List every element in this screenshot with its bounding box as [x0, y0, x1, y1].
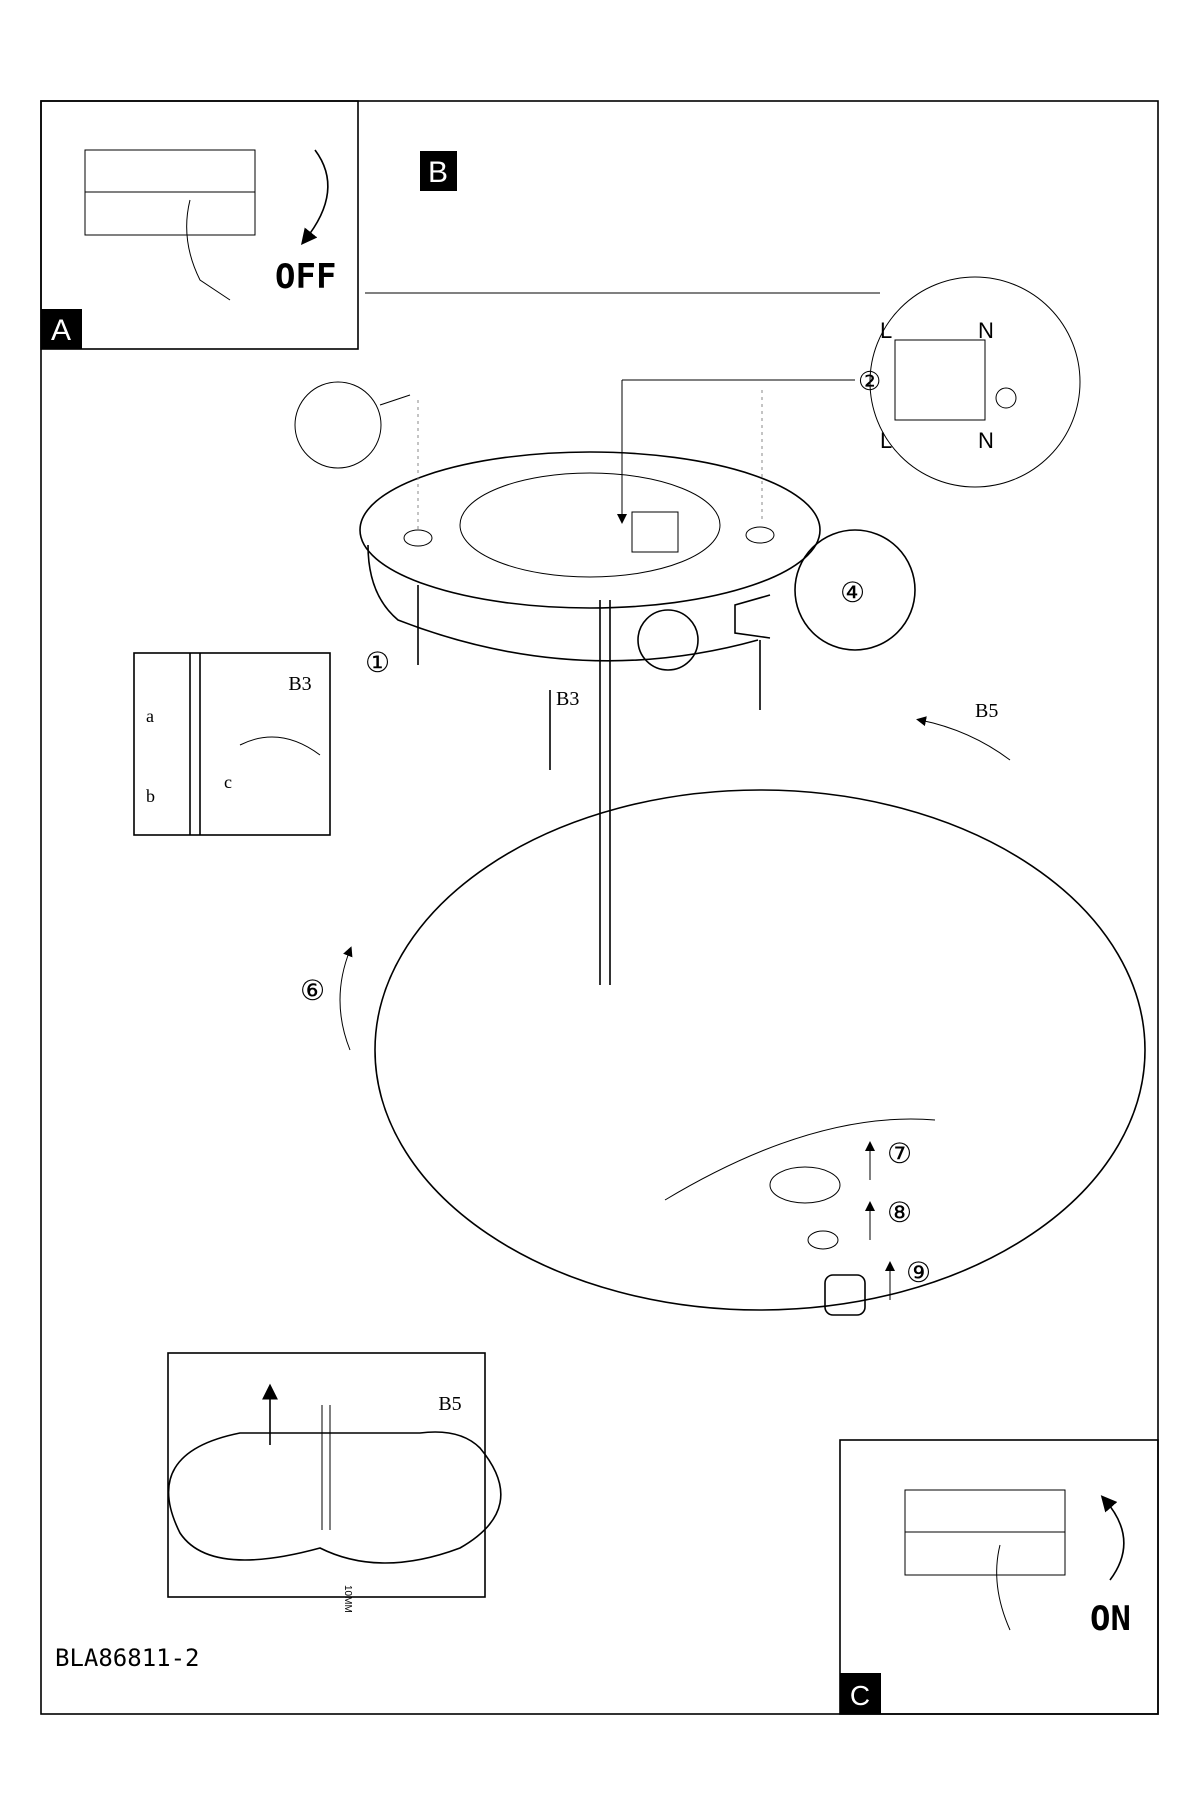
svg-text:N: N	[978, 428, 994, 453]
page-frame	[40, 100, 1159, 1715]
hand-icon	[186, 199, 231, 301]
step-1: ①	[365, 648, 390, 679]
wall-plug-icon	[294, 381, 382, 469]
off-arrow-icon	[301, 149, 329, 245]
step-6: ⑥	[300, 976, 325, 1007]
step-8: ⑧	[887, 1198, 912, 1229]
rotate-arrow-icon	[339, 946, 353, 1051]
badge-c	[840, 1673, 881, 1714]
svg-text:N: N	[978, 318, 994, 343]
ring-icon	[807, 1230, 839, 1250]
svg-text:10MM: 10MM	[342, 1585, 353, 1613]
washer-icon	[769, 1166, 841, 1204]
detail-b3: B3 a b c	[133, 652, 331, 836]
svg-text:b: b	[146, 786, 155, 806]
step-7: ⑦	[887, 1139, 912, 1170]
terminal-block-icon	[894, 339, 986, 421]
svg-text:B5: B5	[438, 1393, 461, 1415]
badge-b-label: B	[428, 156, 448, 189]
svg-text:L: L	[880, 428, 892, 453]
panel-c: ON C	[839, 1439, 1159, 1715]
on-arrow-icon	[1100, 1495, 1125, 1581]
off-label: OFF	[275, 257, 336, 297]
step-b5-label: B5	[975, 700, 998, 722]
light-bulb-icon	[734, 529, 916, 651]
svg-text:B3: B3	[288, 673, 311, 695]
panel-a: OFF A	[40, 100, 359, 350]
step-2: ②	[858, 367, 881, 396]
badge-a	[41, 309, 82, 349]
step-4: ④	[840, 578, 865, 609]
svg-text:L: L	[880, 318, 892, 343]
on-label: ON	[1090, 1599, 1131, 1639]
finial-cap-icon	[824, 1274, 866, 1316]
svg-text:a: a	[146, 706, 154, 726]
lamp-socket-icon	[637, 609, 699, 671]
wiring-callout: L N L N ②	[617, 276, 1081, 524]
badge-a-label: A	[51, 314, 71, 347]
badge-c-label: C	[850, 1680, 870, 1711]
wrench-icon	[239, 736, 321, 756]
hand-icon	[996, 1544, 1011, 1631]
detail-b5: B5 10MM	[167, 1352, 502, 1613]
rotate-arrow-icon	[916, 716, 1011, 761]
document-code: BLA86811-2	[55, 1644, 200, 1672]
terminal-icon	[631, 511, 679, 553]
svg-text:c: c	[224, 772, 232, 792]
glass-shade	[374, 789, 1146, 1316]
badge-b	[420, 151, 457, 191]
ground-icon	[995, 387, 1017, 409]
base-plate	[359, 390, 821, 985]
step-b3-label: B3	[556, 688, 579, 710]
